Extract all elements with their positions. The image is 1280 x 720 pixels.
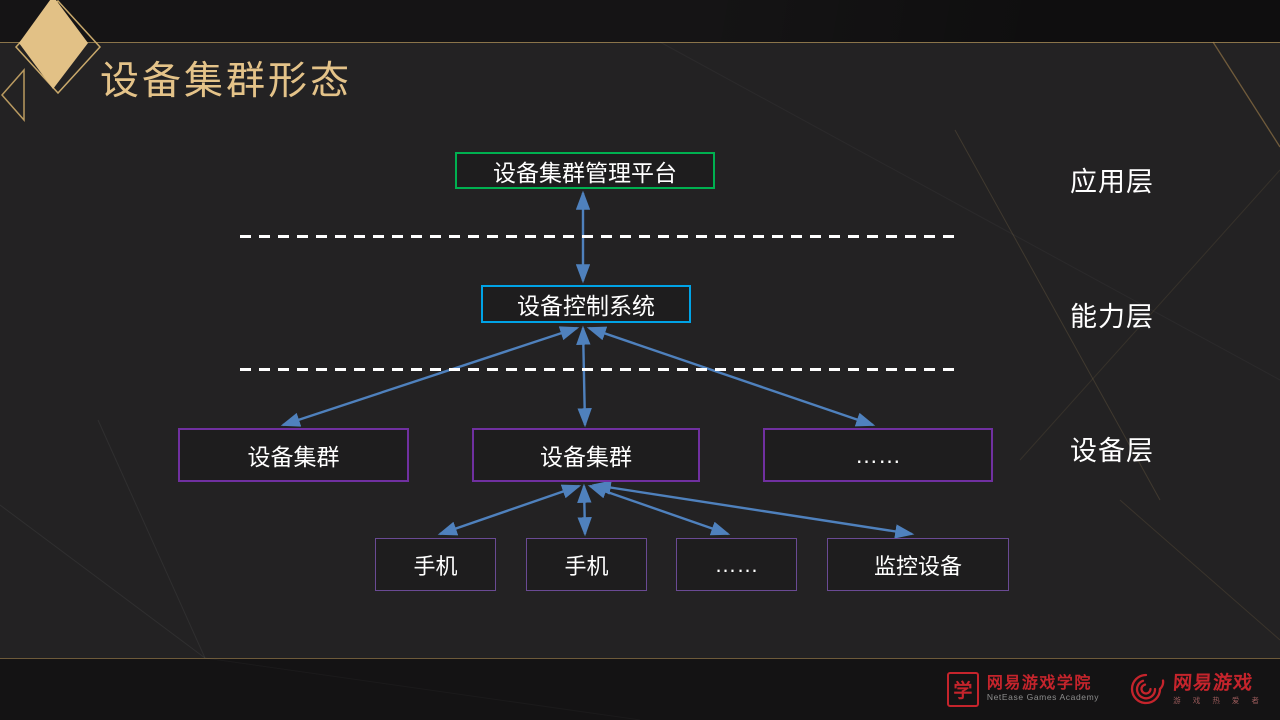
page-title: 设备集群形态 xyxy=(100,60,353,103)
node-device-cluster-2: 设备集群 xyxy=(472,428,700,482)
node-monitoring-device: 监控设备 xyxy=(827,538,1009,591)
academy-seal-icon: 学 xyxy=(946,671,979,707)
node-device-cluster-1: 设备集群 xyxy=(178,428,409,482)
layer-separator-dashed-line xyxy=(240,235,955,238)
brand-logo: 网易游戏 游 戏 热 爱 者 xyxy=(1127,670,1264,708)
header-wedge-shading xyxy=(700,0,1280,42)
brand-subtitle: 游 戏 热 爱 者 xyxy=(1173,695,1264,705)
node-control-system: 设备控制系统 xyxy=(481,285,691,323)
layer-label-device: 设备层 xyxy=(1070,436,1154,466)
node-platform: 设备集群管理平台 xyxy=(455,152,715,189)
footer-band xyxy=(0,658,1280,720)
footer-logos: 学 网易游戏学院 NetEase Games Academy 网易游戏 游 戏 … xyxy=(946,670,1264,708)
node-phone-1: 手机 xyxy=(375,538,496,591)
brand-name: 网易游戏 xyxy=(1172,672,1254,694)
node-device-cluster-ellipsis: …… xyxy=(763,428,993,482)
academy-logo: 学 网易游戏学院 NetEase Games Academy xyxy=(946,671,1100,707)
header-band xyxy=(0,0,1280,43)
academy-subtitle: NetEase Games Academy xyxy=(986,692,1100,703)
node-phone-2: 手机 xyxy=(526,538,647,591)
academy-name: 网易游戏学院 xyxy=(986,674,1092,692)
layer-separator-dashed-line xyxy=(240,368,955,371)
node-device-ellipsis: …… xyxy=(676,538,797,591)
layer-label-capability: 能力层 xyxy=(1070,302,1154,332)
brand-swirl-icon xyxy=(1131,673,1165,705)
layer-label-application: 应用层 xyxy=(1070,167,1154,197)
